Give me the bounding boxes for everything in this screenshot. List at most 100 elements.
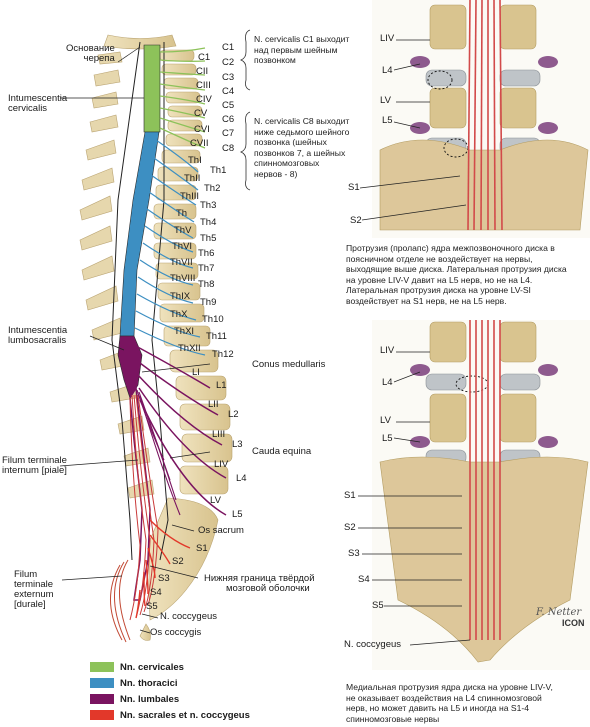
nerve-th10: Th10 xyxy=(202,314,224,325)
br-label-l5: L5 xyxy=(382,433,393,444)
label-line: Нижняя граница твёрдой xyxy=(204,573,315,584)
segment-ciii: CIII xyxy=(196,80,211,91)
note-c1: N. cervicalis C1 выходит над первым шейн… xyxy=(254,34,364,66)
legend-cervical: Nn. cervicales xyxy=(90,660,184,674)
label-conus-medullaris: Conus medullaris xyxy=(252,359,326,370)
legend-lumbar: Nn. lumbales xyxy=(90,692,179,706)
watermark: ICON xyxy=(562,618,585,628)
segment-liii: LIII xyxy=(212,429,226,440)
label-line: lumbosacralis xyxy=(8,335,67,346)
nerve-l1: L1 xyxy=(216,380,227,391)
note-line: позвонков 7, а шейных xyxy=(254,147,346,158)
segment-c1: C1 xyxy=(198,52,211,63)
br-label-s5: S5 xyxy=(372,600,384,611)
nerve-th4: Th4 xyxy=(200,217,217,228)
tr-label-l4: L4 xyxy=(382,65,393,76)
legend-label: Nn. lumbales xyxy=(120,693,180,705)
label-line: cervicalis xyxy=(8,103,48,114)
caption-line: нерв, но может давить на L5 и иногда на … xyxy=(346,703,530,713)
legend-swatch xyxy=(90,694,114,704)
segment-thi: ThI xyxy=(188,155,202,166)
legend-thoracic: Nn. thoracici xyxy=(90,676,178,690)
vertebral-column xyxy=(79,34,233,641)
tr-label-s2: S2 xyxy=(350,215,362,226)
segment-lv: LV xyxy=(210,495,221,506)
tr-label-l5: L5 xyxy=(382,115,393,126)
label-line: Filum xyxy=(14,569,38,580)
legend-label: Nn. sacrales et n. coccygeus xyxy=(120,709,250,721)
label-line: terminale xyxy=(14,579,54,590)
cervical-nerves xyxy=(159,47,206,149)
caption-line: воздействует на S1 нерв, не на L5 нерв. xyxy=(346,295,507,306)
label-intumescentia-lumbosacralis: Intumescentia lumbosacralis xyxy=(8,326,67,346)
segment-liv: LIV xyxy=(214,459,229,470)
tr-label-s1: S1 xyxy=(348,182,360,193)
nerve-th7: Th7 xyxy=(198,263,215,274)
segment-cvi: CVI xyxy=(194,124,210,135)
label-line: Filum terminale xyxy=(2,455,67,466)
caption-line: спинномозговые нервы xyxy=(346,713,440,724)
legend-swatch xyxy=(90,710,114,720)
nerve-c6: C6 xyxy=(222,114,235,125)
label-line: Основание xyxy=(66,43,115,54)
br-label-s2: S2 xyxy=(344,522,356,533)
label-filum-terminale-internum: Filum terminale internum [piale] xyxy=(2,456,67,476)
nerve-c1: C1 xyxy=(222,42,235,53)
caption-line: Латеральная протрузия диска на уровне LV… xyxy=(346,285,531,295)
nerve-s1: S1 xyxy=(196,543,208,554)
note-line: позвонка (шейных xyxy=(254,137,327,147)
nerve-c2: C2 xyxy=(222,57,235,68)
segment-thvii: ThVII xyxy=(170,257,193,268)
legend-label: Nn. thoracici xyxy=(120,677,178,689)
caption-line: выходящие выше диска. Латеральная протру… xyxy=(346,264,567,274)
note-c8: N. cervicalis C8 выходит ниже седьмого ш… xyxy=(254,116,364,179)
caption-line: на уровне LIV-V давит на L5 нерв, но не … xyxy=(346,274,533,285)
segment-cv: CV xyxy=(194,108,208,119)
segment-thii: ThII xyxy=(184,173,201,184)
segment-thv: ThV xyxy=(174,225,192,236)
label-line: мозговой оболочки xyxy=(226,583,310,594)
top-right-illustration xyxy=(359,0,590,238)
nerve-th2: Th2 xyxy=(204,183,221,194)
bottom-right-illustration xyxy=(358,320,590,670)
label-os-coccygis: Os coccygis xyxy=(150,627,202,638)
br-label-liv: LIV xyxy=(380,345,395,356)
note-braces xyxy=(239,29,251,191)
nerve-l5: L5 xyxy=(232,509,243,520)
br-label-s1: S1 xyxy=(344,490,356,501)
br-label-lv: LV xyxy=(380,415,391,426)
note-line: ниже седьмого шейного xyxy=(254,126,350,137)
label-base-of-skull: Основание черепа xyxy=(66,44,115,64)
label-dura-border: Нижняя граница твёрдой мозговой оболочки xyxy=(204,574,315,594)
nerve-l2: L2 xyxy=(228,409,239,420)
label-line: internum [piale] xyxy=(2,465,67,476)
segment-thviii: ThVIII xyxy=(170,273,196,284)
nerve-s2: S2 xyxy=(172,556,184,567)
nerve-th3: Th3 xyxy=(200,200,217,211)
segment-thiv: Th xyxy=(176,208,188,219)
segment-thix: ThIX xyxy=(170,291,191,302)
lumbar-nerves xyxy=(133,344,227,516)
br-label-s3: S3 xyxy=(348,548,360,559)
note-line: над первым шейным xyxy=(254,44,338,55)
nerve-s3: S3 xyxy=(158,573,170,584)
nerve-th8: Th8 xyxy=(198,279,215,290)
label-line: Intumescentia xyxy=(8,325,68,336)
note-line: спинномозговых xyxy=(254,158,320,168)
filum-terminale xyxy=(110,559,131,643)
segment-civ: CIV xyxy=(196,94,212,105)
segment-thxi: ThXI xyxy=(174,326,195,337)
label-line: [durale] xyxy=(14,599,46,610)
legend-label: Nn. cervicales xyxy=(120,661,184,673)
nerve-th6: Th6 xyxy=(198,248,215,259)
segment-thx: ThX xyxy=(170,309,188,320)
legend-swatch xyxy=(90,678,114,688)
tr-label-liv: LIV xyxy=(380,33,395,44)
label-line: externum xyxy=(14,589,54,600)
segment-cvii: CVII xyxy=(190,138,209,149)
nerve-c8: C8 xyxy=(222,143,235,154)
segment-thxii: ThXII xyxy=(178,343,201,354)
caption-medial-protrusion: Медиальная протрузия ядра диска на уровн… xyxy=(346,682,586,724)
leader-lines xyxy=(59,46,211,634)
